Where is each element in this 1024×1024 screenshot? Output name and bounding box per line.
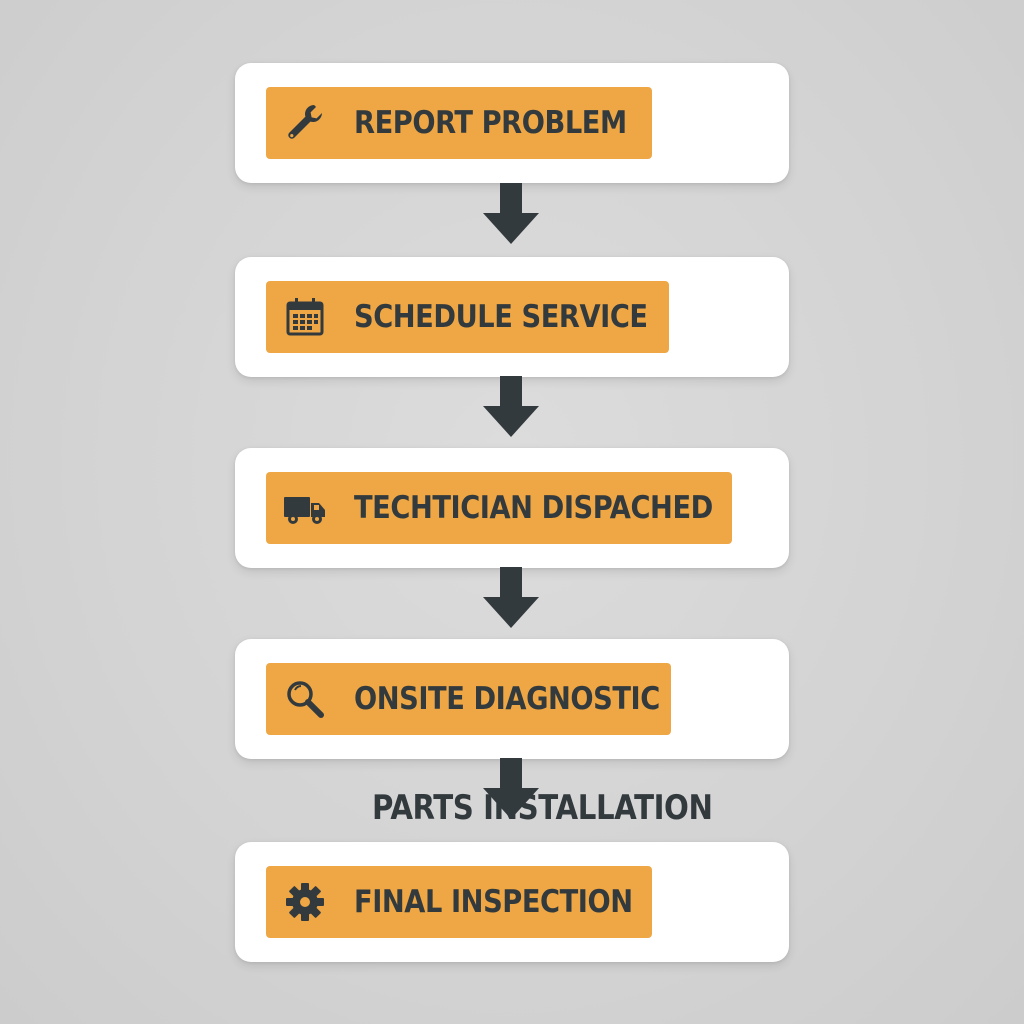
flow-arrow [482, 758, 540, 820]
step-label: FINAL INSPECTION [354, 884, 633, 920]
step-label: TECHTICIAN DISPACHED [354, 490, 713, 526]
step-card-technician-dispatched: TECHTICIAN DISPACHED [235, 448, 789, 568]
step-pill-technician-dispatched: TECHTICIAN DISPACHED [266, 472, 732, 544]
wrench-icon [284, 102, 326, 144]
calendar-icon [284, 296, 326, 338]
flow-arrow [482, 376, 540, 438]
step-card-schedule-service: SCHEDULE SERVICE [235, 257, 789, 377]
step-card-onsite-diagnostic: ONSITE DIAGNOSTIC [235, 639, 789, 759]
step-label: ONSITE DIAGNOSTIC [354, 681, 660, 717]
flow-arrow [482, 567, 540, 629]
parts-installation-label: PARTS INSTALLATION [372, 788, 713, 828]
step-pill-schedule-service: SCHEDULE SERVICE [266, 281, 669, 353]
gear-icon [284, 881, 326, 923]
step-pill-onsite-diagnostic: ONSITE DIAGNOSTIC [266, 663, 671, 735]
step-label: SCHEDULE SERVICE [354, 299, 648, 335]
magnifier-icon [284, 678, 326, 720]
step-pill-report-problem: REPORT PROBLEM [266, 87, 652, 159]
step-card-report-problem: REPORT PROBLEM [235, 63, 789, 183]
flow-arrow [482, 183, 540, 245]
step-label: REPORT PROBLEM [354, 105, 627, 141]
step-pill-final-inspection: FINAL INSPECTION [266, 866, 652, 938]
truck-icon [284, 487, 326, 529]
step-card-final-inspection: FINAL INSPECTION [235, 842, 789, 962]
